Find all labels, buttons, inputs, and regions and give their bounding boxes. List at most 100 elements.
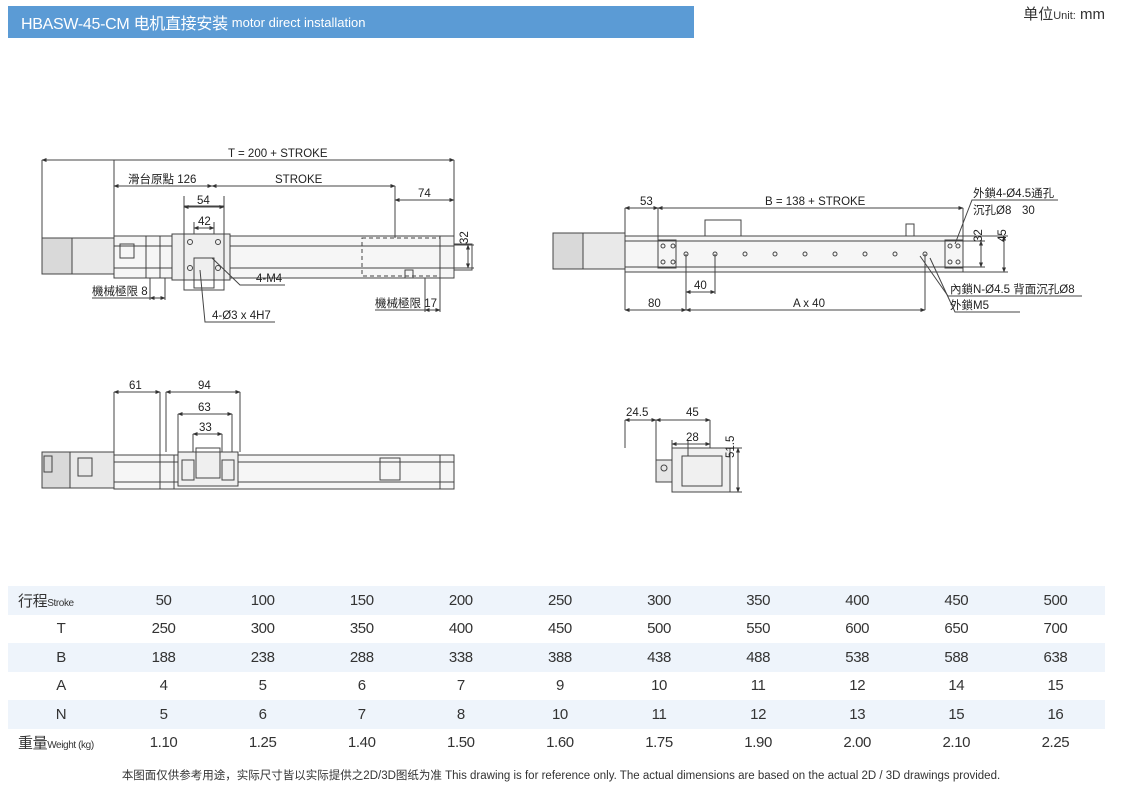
table-cell: 400 — [807, 586, 907, 615]
table-cell: 400 — [411, 614, 511, 643]
dim-45: 45 — [997, 229, 1009, 242]
dim-24-5: 24.5 — [626, 407, 648, 419]
table-cell: 300 — [609, 586, 709, 615]
table-cell: 350 — [312, 614, 412, 643]
table-cell: 600 — [807, 614, 907, 643]
title-bar: HBASW-45-CM 电机直接安装 motor direct installa… — [8, 6, 694, 38]
dim-45b: 45 — [686, 407, 699, 419]
dim-63: 63 — [198, 402, 211, 414]
table-cell: 388 — [510, 643, 610, 672]
dim-t-total: T = 200 + STROKE — [228, 148, 328, 160]
table-cell: 5 — [114, 700, 214, 729]
dim-32a: 32 — [459, 231, 471, 244]
side-view — [41, 390, 455, 490]
table-cell: 6 — [312, 671, 412, 700]
table-cell: 188 — [114, 643, 214, 672]
row-header: 行程Stroke — [8, 586, 114, 615]
table-cell: 500 — [1005, 586, 1105, 615]
dim-51-5: 51.5 — [725, 436, 737, 458]
dim-33: 33 — [199, 422, 212, 434]
table-cell: 16 — [1005, 700, 1105, 729]
table-cell: 438 — [609, 643, 709, 672]
table-cell: 288 — [312, 643, 412, 672]
callout-depth30: 30 — [1022, 205, 1035, 217]
table-cell: 300 — [213, 614, 313, 643]
table-cell: 1.50 — [411, 728, 511, 757]
table-cell: 15 — [1005, 671, 1105, 700]
table-cell: 250 — [114, 614, 214, 643]
row-header: A — [8, 671, 114, 700]
dim-74: 74 — [418, 188, 431, 200]
table-cell: 700 — [1005, 614, 1105, 643]
table-cell: 9 — [510, 671, 610, 700]
row-header: 重量Weight (kg) — [8, 728, 114, 757]
table-cell: 538 — [807, 643, 907, 672]
row-header: N — [8, 700, 114, 729]
top-view — [41, 158, 474, 323]
table-cell: 12 — [708, 700, 808, 729]
technical-drawing: T = 200 + STROKE 滑台原點 126 STROKE 74 54 4… — [41, 148, 1082, 493]
table-cell: 50 — [114, 586, 214, 615]
table-cell: 5 — [213, 671, 313, 700]
table-cell: 2.10 — [906, 728, 1006, 757]
table-cell: 13 — [807, 700, 907, 729]
dim-home: 滑台原點 126 — [128, 172, 196, 186]
table-cell: 1.40 — [312, 728, 412, 757]
table-cell: 8 — [411, 700, 511, 729]
table-cell: 10 — [609, 671, 709, 700]
dim-61: 61 — [129, 380, 142, 392]
callout-outer-lock: 外鎖4-Ø4.5通孔 — [973, 186, 1055, 200]
table-cell: 1.60 — [510, 728, 610, 757]
page-title-en: motor direct installation — [231, 14, 366, 30]
callout-inner-lock: 內鎖N-Ø4.5 背面沉孔Ø8 — [950, 282, 1075, 296]
footnote: 本图面仅供参考用途，实际尺寸皆以实际提供之2D/3D图纸为准 This draw… — [121, 770, 1001, 782]
table-cell: 488 — [708, 643, 808, 672]
dim-ax40: A x 40 — [793, 298, 825, 310]
table-cell: 500 — [609, 614, 709, 643]
dim-32b: 32 — [973, 229, 985, 242]
dim-b-total: B = 138 + STROKE — [765, 196, 866, 208]
callout-counterbore: 沉孔Ø8 — [973, 204, 1011, 217]
callout-m4: 4-M4 — [256, 273, 283, 285]
table-cell: 2.00 — [807, 728, 907, 757]
table-cell: 11 — [609, 700, 709, 729]
table-cell: 10 — [510, 700, 610, 729]
table-cell: 350 — [708, 586, 808, 615]
table-cell: 6 — [213, 700, 313, 729]
table-cell: 200 — [411, 586, 511, 615]
table-cell: 7 — [411, 671, 511, 700]
table-cell: 11 — [708, 671, 808, 700]
table-cell: 450 — [906, 586, 1006, 615]
dim-94: 94 — [198, 380, 211, 392]
dim-stroke: STROKE — [275, 174, 323, 186]
bottom-view — [552, 199, 1082, 313]
table-cell: 338 — [411, 643, 511, 672]
table-cell: 14 — [906, 671, 1006, 700]
table-cell: 650 — [906, 614, 1006, 643]
dim-28: 28 — [686, 432, 699, 444]
dim-42: 42 — [198, 216, 211, 228]
table-cell: 588 — [906, 643, 1006, 672]
table-cell: 250 — [510, 586, 610, 615]
dim-54: 54 — [197, 195, 210, 207]
table-cell: 638 — [1005, 643, 1105, 672]
row-header: T — [8, 614, 114, 643]
page-title: HBASW-45-CM 电机直接安装 — [21, 16, 228, 33]
callout-limit17: 機械極限 17 — [375, 296, 437, 310]
table-cell: 7 — [312, 700, 412, 729]
unit-label: 单位Unit: mm — [1023, 6, 1105, 23]
callout-outer-m5: 外鎖M5 — [950, 298, 989, 312]
table-cell: 15 — [906, 700, 1006, 729]
table-cell: 150 — [312, 586, 412, 615]
table-cell: 450 — [510, 614, 610, 643]
table-cell: 1.90 — [708, 728, 808, 757]
table-cell: 550 — [708, 614, 808, 643]
table-cell: 1.75 — [609, 728, 709, 757]
